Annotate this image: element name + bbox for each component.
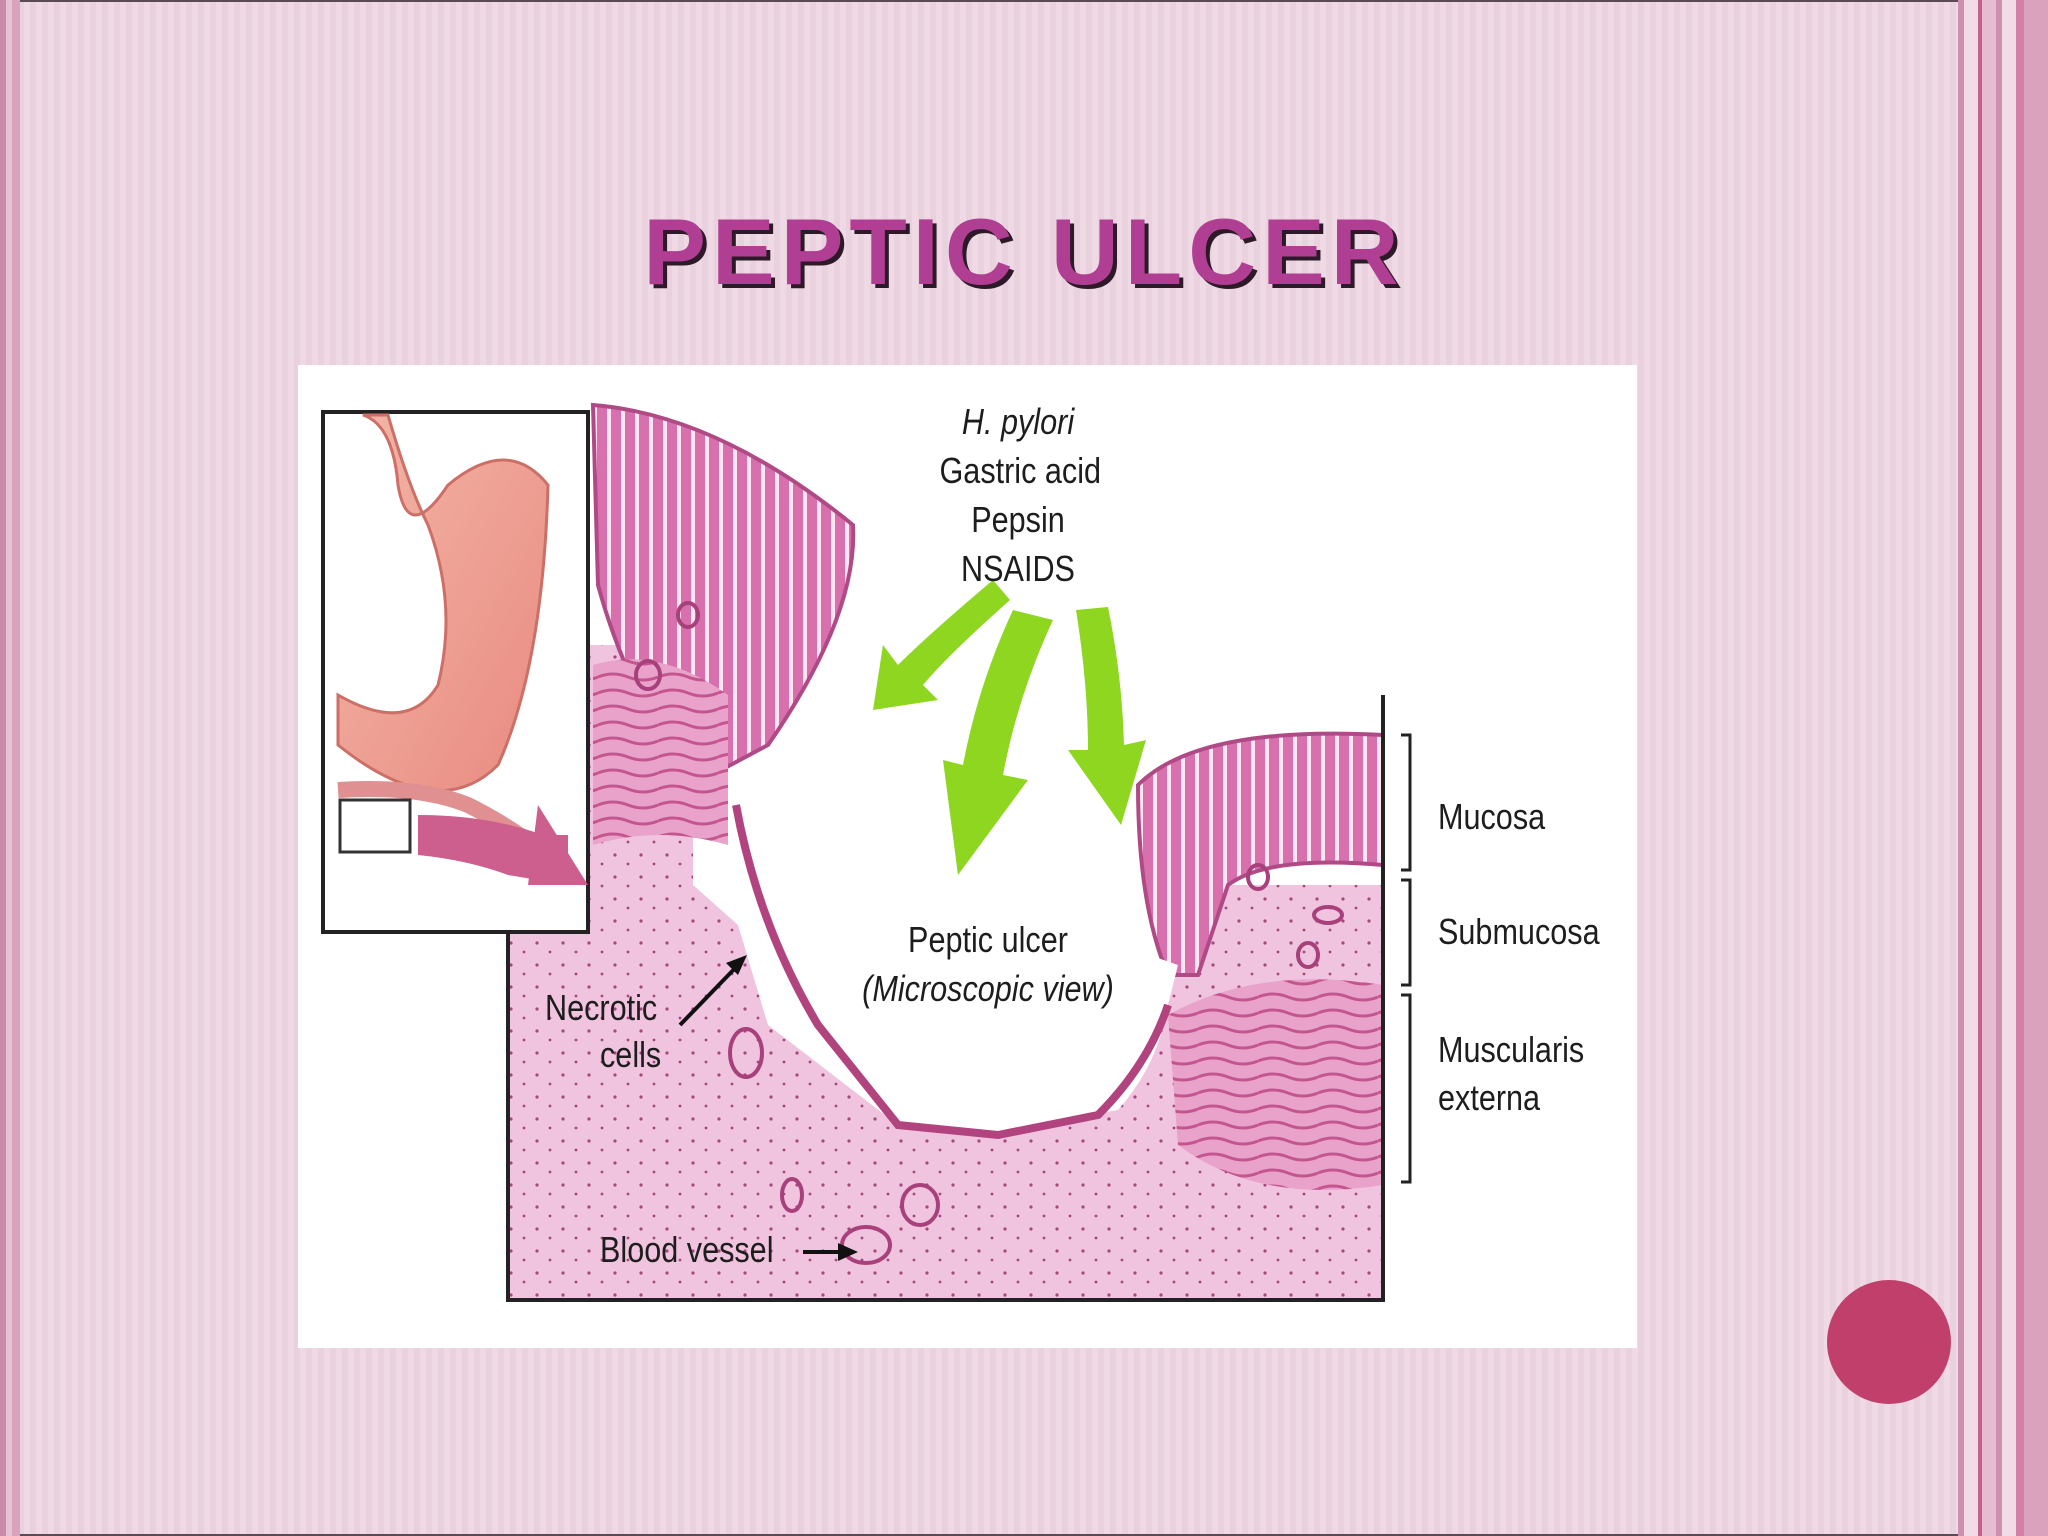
layer-muscularis-label-line2: externa	[1438, 1077, 1541, 1118]
layer-submucosa-label: Submucosa	[1438, 911, 1600, 952]
necrotic-label-line2: cells	[600, 1034, 662, 1075]
right-border-stripes	[1958, 0, 2048, 1536]
necrotic-label-line1: Necrotic	[545, 987, 658, 1028]
cause-gastric-acid: Gastric acid	[939, 450, 1102, 491]
cause-h-pylori: H. pylori	[961, 401, 1075, 442]
cause-pepsin: Pepsin	[971, 499, 1065, 540]
layer-brackets	[1401, 733, 1412, 1184]
ulcer-sublabel: (Microscopic view)	[862, 968, 1114, 1009]
blood-vessel-label: Blood vessel	[600, 1229, 774, 1270]
pointer-arrows	[678, 955, 858, 1261]
tissue-cross-section	[506, 402, 1385, 1302]
cause-arrows	[873, 580, 1146, 875]
peptic-ulcer-diagram: H. pylori Gastric acid Pepsin NSAIDS Pep…	[298, 365, 1637, 1348]
ulcer-label: Peptic ulcer	[908, 919, 1068, 960]
stomach-inset	[321, 410, 590, 934]
layer-mucosa-label: Mucosa	[1438, 796, 1546, 837]
decorative-circle	[1827, 1280, 1951, 1404]
slide-title: PEPTIC ULCER	[643, 199, 1405, 304]
layer-muscularis-label-line1: Muscularis	[1438, 1029, 1585, 1070]
left-border-stripes	[0, 0, 20, 1536]
diagram-illustration	[321, 402, 1412, 1302]
cause-nsaids: NSAIDS	[961, 548, 1075, 589]
